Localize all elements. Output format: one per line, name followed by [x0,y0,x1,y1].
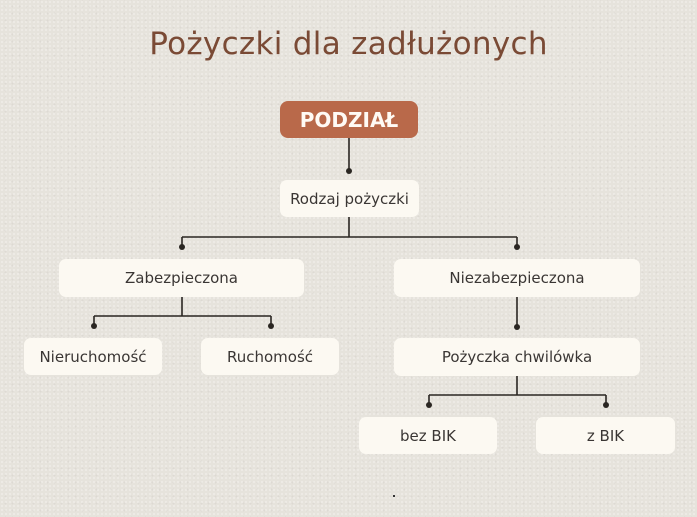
node-rodzaj-pozyczki: Rodzaj pożyczki [280,180,419,217]
root-node-podzial: PODZIAŁ [280,101,418,138]
node-z-bik: z BIK [536,417,675,454]
root-node-label: PODZIAŁ [299,107,399,132]
node-label: Rodzaj pożyczki [290,189,409,208]
node-label: Zabezpieczona [124,269,238,287]
node-label: z BIK [586,426,625,445]
node-ruchomosc: Ruchomość [201,338,339,375]
node-label: Ruchomość [226,347,314,366]
node-label: Nieruchomość [39,347,147,366]
node-label: Pożyczka chwilówka [441,348,593,366]
page-title: Pożyczki dla zadłużonych [149,26,548,62]
node-bez-bik: bez BIK [359,417,497,454]
node-label: Niezabezpieczona [449,269,585,287]
speck-mark [393,495,395,497]
node-niezabezpieczona: Niezabezpieczona [394,259,640,297]
node-zabezpieczona: Zabezpieczona [59,259,304,297]
node-nieruchomosc: Nieruchomość [24,338,162,375]
node-label: bez BIK [400,426,456,445]
node-pozyczka-chwilowka: Pożyczka chwilówka [394,338,640,376]
